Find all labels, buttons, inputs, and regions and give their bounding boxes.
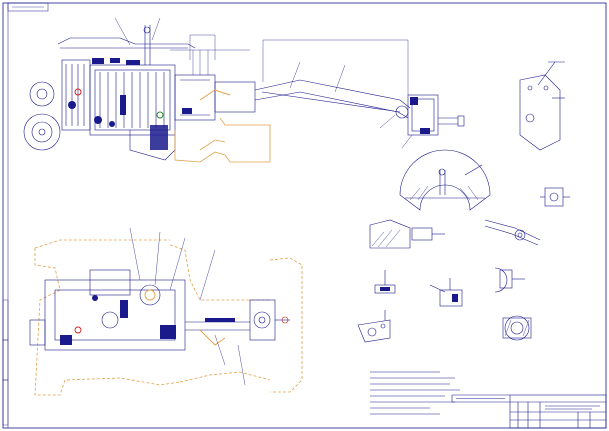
- detail-fork: [540, 187, 570, 207]
- plan-view-dark: [60, 295, 235, 345]
- detail-block: [369, 219, 445, 249]
- detail-bolts-dark: [380, 287, 458, 302]
- detail-knob: [494, 267, 525, 293]
- left-margin-stamps: [2, 299, 9, 426]
- detail-lever-plate: [519, 61, 565, 151]
- engine-dark-details: [68, 58, 192, 150]
- detail-sector-hatch: [409, 185, 479, 201]
- detail-sector: [399, 149, 491, 211]
- title-block-text-lines: [456, 398, 600, 410]
- detail-ring-hatch: [504, 319, 530, 337]
- detail-bolts: [374, 270, 463, 307]
- gearbox-dark: [410, 97, 430, 134]
- leader-lines-bottom: [129, 227, 246, 386]
- detail-rod: [484, 219, 541, 246]
- cab-outline-top: [174, 117, 271, 163]
- top-left-stamp: [7, 2, 49, 12]
- plan-view-accents: [74, 289, 226, 346]
- plan-view-cab-outline: [34, 239, 303, 396]
- dimension-lines: [170, 34, 409, 95]
- engine-side-view: [23, 25, 411, 161]
- detail-ring: [502, 315, 532, 341]
- detail-bracket: [357, 310, 391, 343]
- technical-notes: [370, 371, 460, 415]
- detail-block-hatch: [371, 229, 401, 248]
- title-block: [451, 394, 607, 429]
- remote-gearbox: [395, 94, 465, 136]
- plan-view-engine: [29, 269, 290, 351]
- engine-accents: [74, 88, 231, 119]
- leader-lines-top: [114, 17, 413, 149]
